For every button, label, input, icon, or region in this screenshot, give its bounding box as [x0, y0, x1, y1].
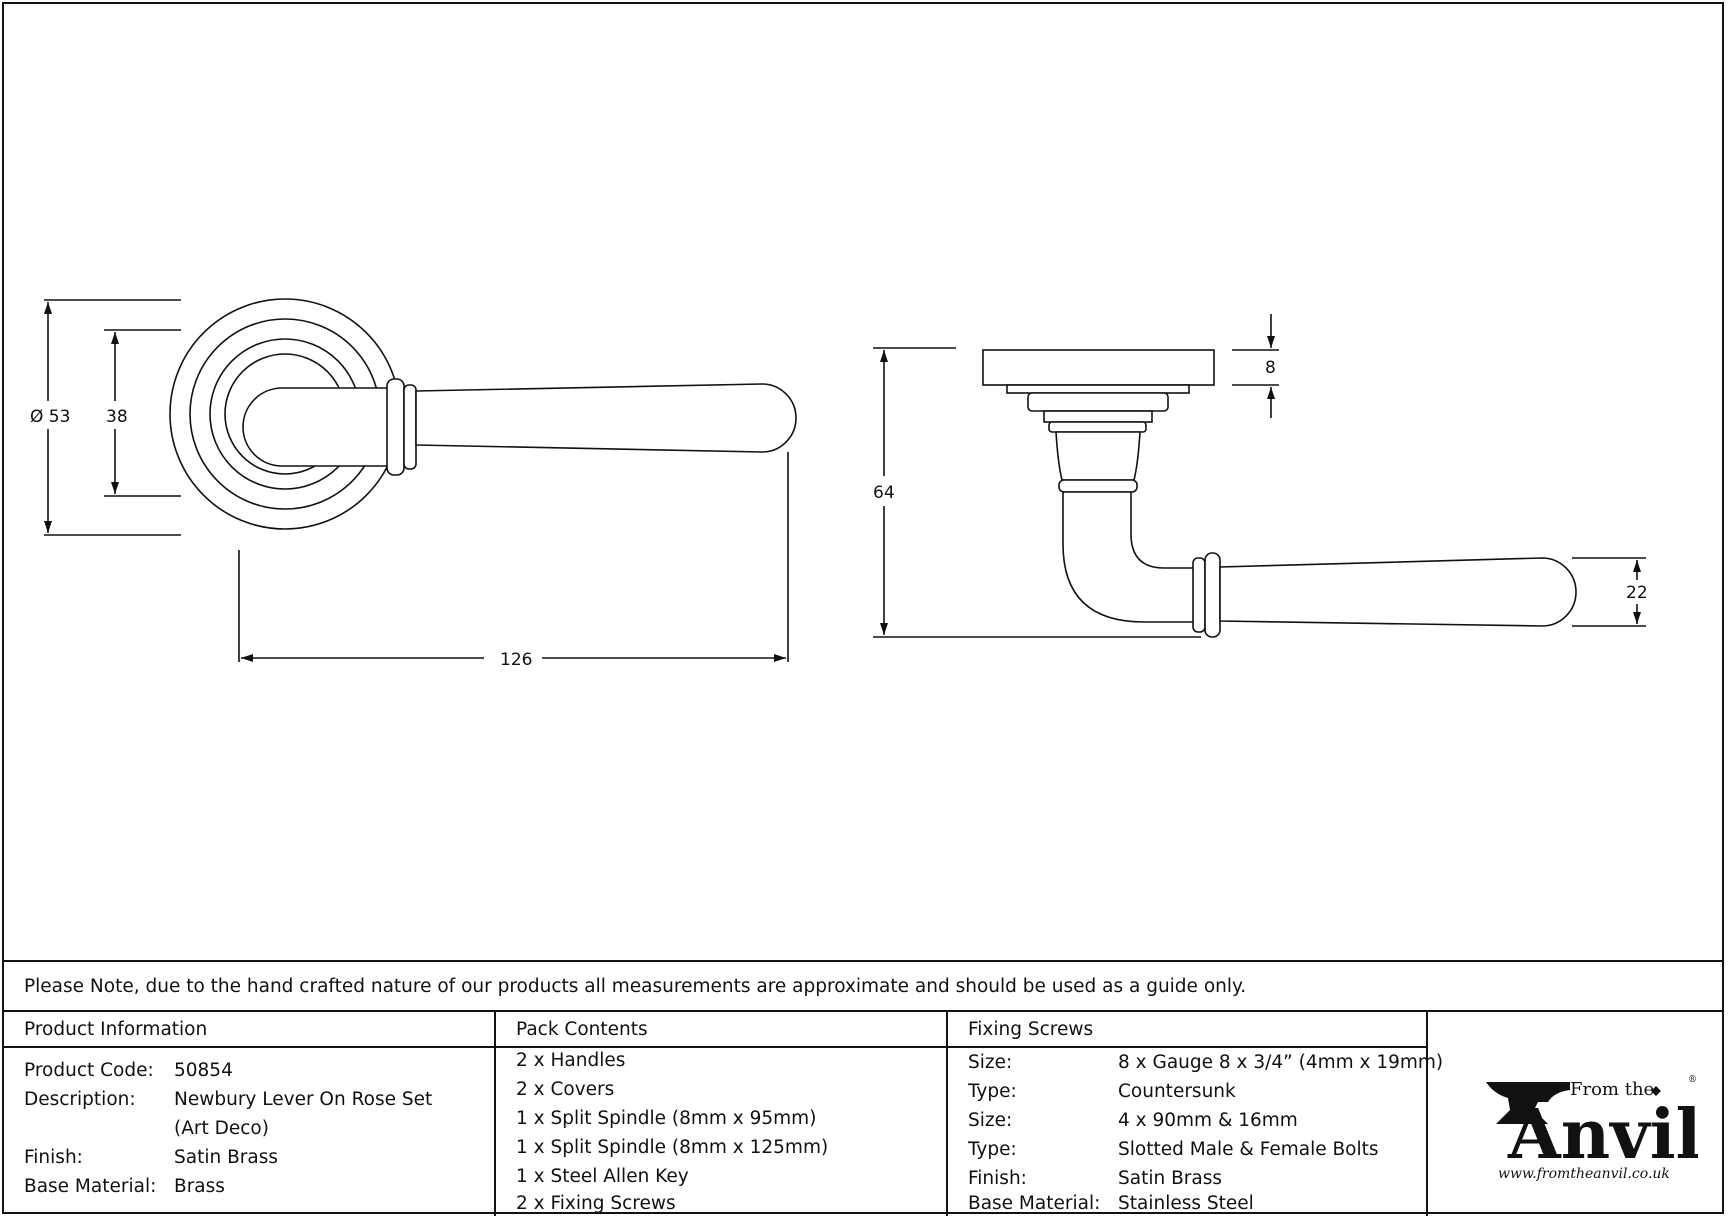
pack-contents-heading: Pack Contents	[516, 1019, 648, 1040]
screw-finish-label: Finish:	[968, 1168, 1027, 1189]
logo-url: www.fromtheanvil.co.uk	[1498, 1166, 1670, 1182]
pack-item: 1 x Split Spindle (8mm x 125mm)	[516, 1137, 829, 1158]
lever-elbow	[1062, 491, 1195, 623]
base-material-label: Base Material:	[24, 1176, 157, 1197]
pack-contents-panel: Pack Contents 2 x Handles 2 x Covers 1 x…	[496, 1012, 948, 1216]
dim-rose-thickness: 8	[1265, 358, 1276, 378]
logo-panel: From the ® Anvil www.fromtheanvil.co.uk	[1428, 1012, 1722, 1216]
lever-neck	[242, 387, 387, 467]
logo-brand: Anvil	[1507, 1095, 1698, 1175]
spindle-boss	[1055, 431, 1141, 481]
description-value-cont: (Art Deco)	[174, 1118, 269, 1139]
diamond-icon	[1651, 1086, 1661, 1096]
panel-heading: Pack Contents	[496, 1012, 946, 1048]
lever-blade	[415, 383, 797, 453]
logo-from-the: From the	[1570, 1079, 1654, 1100]
screw-material-value: Stainless Steel	[1118, 1193, 1254, 1214]
screw-size-label: Size:	[968, 1052, 1013, 1073]
from-the-anvil-logo: From the ® Anvil www.fromtheanvil.co.uk	[1486, 1075, 1698, 1182]
product-code-label: Product Code:	[24, 1060, 154, 1081]
dim-rose-diameter: Ø 53	[30, 407, 70, 427]
bolt-size-value: 4 x 90mm & 16mm	[1118, 1110, 1298, 1131]
measurement-note: Please Note, due to the hand crafted nat…	[24, 976, 1247, 997]
pack-item: 2 x Handles	[516, 1050, 626, 1071]
product-code-value: 50854	[174, 1060, 233, 1081]
product-information-panel: Product Information Product Code: 50854 …	[4, 1012, 496, 1216]
logo-registered: ®	[1688, 1075, 1697, 1085]
note-row: Please Note, due to the hand crafted nat…	[4, 960, 1722, 1012]
pack-item: 1 x Steel Allen Key	[516, 1166, 689, 1187]
dim-grip-height: 22	[1626, 583, 1648, 603]
product-information-heading: Product Information	[24, 1019, 208, 1040]
screw-type-value: Countersunk	[1118, 1081, 1236, 1102]
screw-size-value: 8 x Gauge 8 x 3/4” (4mm x 19mm)	[1118, 1052, 1444, 1073]
bolt-type-value: Slotted Male & Female Bolts	[1118, 1139, 1379, 1160]
bolt-size-label: Size:	[968, 1110, 1013, 1131]
side-lever-blade	[1219, 557, 1577, 627]
dim-inner-diameter: 38	[106, 407, 128, 427]
anvil-icon	[1486, 1082, 1570, 1124]
screw-type-label: Type:	[968, 1081, 1017, 1102]
rose-plate	[982, 349, 1215, 386]
base-material-value: Brass	[174, 1176, 225, 1197]
fixing-screws-panel: Fixing Screws Size: 8 x Gauge 8 x 3/4” (…	[948, 1012, 1443, 1216]
finish-label: Finish:	[24, 1147, 83, 1168]
pack-item: 2 x Fixing Screws	[516, 1193, 676, 1214]
lever-collar	[386, 378, 405, 476]
screw-finish-value: Satin Brass	[1118, 1168, 1222, 1189]
dim-lever-length: 126	[500, 650, 532, 670]
pack-item: 2 x Covers	[516, 1079, 615, 1100]
pack-item: 1 x Split Spindle (8mm x 95mm)	[516, 1108, 817, 1129]
finish-value: Satin Brass	[174, 1147, 278, 1168]
screw-material-label: Base Material:	[968, 1193, 1101, 1214]
description-label: Description:	[24, 1089, 136, 1110]
technical-drawing: Ø 53 38 126 8 64 22	[30, 298, 1648, 670]
panel-heading: Product Information	[4, 1012, 494, 1048]
panel-heading: Fixing Screws	[948, 1012, 1426, 1048]
bolt-type-label: Type:	[968, 1139, 1017, 1160]
description-value: Newbury Lever On Rose Set	[174, 1089, 433, 1110]
dim-projection: 64	[873, 483, 895, 503]
fixing-screws-heading: Fixing Screws	[968, 1019, 1094, 1040]
